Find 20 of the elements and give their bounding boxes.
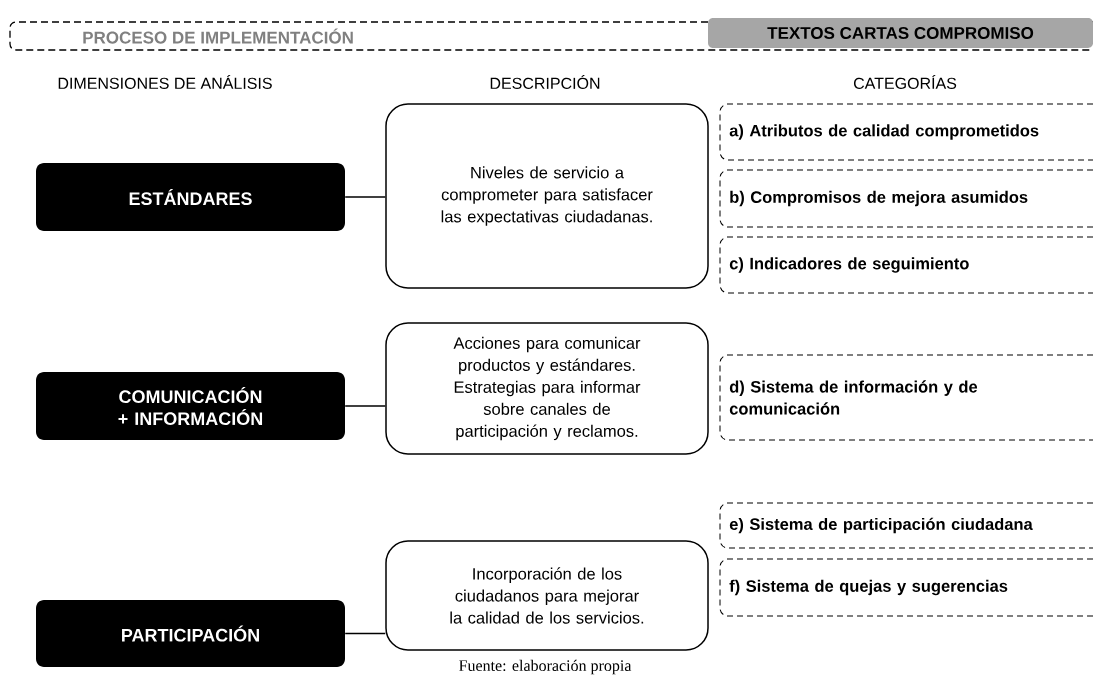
category-box: b) Compromisos de mejora asumidos: [719, 169, 1093, 228]
dimension-box: ESTÁNDARES: [36, 163, 345, 231]
category-box: c) Indicadores de seguimiento: [719, 236, 1093, 294]
connector-line: [344, 196, 386, 198]
category-box: d) Sistema de información y de comunicación: [719, 354, 1093, 441]
connector-line: [344, 632, 386, 635]
column-header: CATEGORÍAS: [853, 75, 957, 89]
header-box: TEXTOS CARTAS COMPROMISO: [708, 18, 1093, 48]
description-box: Acciones para comunicar productos y estándares. Estrategias para informar sobre canales de participación y reclamos.: [385, 322, 709, 455]
category-box: f) Sistema de quejas y sugerencias: [719, 558, 1093, 617]
connector-line: [344, 405, 386, 407]
caption: Fuente: elaboración propia: [459, 659, 632, 675]
category-box: a) Atributos de calidad comprometidos: [719, 103, 1093, 161]
column-header: DESCRIPCIÓN: [490, 75, 600, 89]
dimension-box: COMUNICACIÓN + INFORMACIÓN: [36, 372, 345, 440]
dimension-box: PARTICIPACIÓN: [36, 600, 345, 667]
description-box: Incorporación de los ciudadanos para mejorar la calidad de los servicios.: [385, 540, 709, 651]
description-box: Niveles de servicio a comprometer para satisfacer las expectativas ciudadanas.: [385, 103, 709, 289]
column-header: DIMENSIONES DE ANÁLISIS: [58, 75, 272, 89]
category-box: e) Sistema de participación ciudadana: [719, 502, 1093, 549]
